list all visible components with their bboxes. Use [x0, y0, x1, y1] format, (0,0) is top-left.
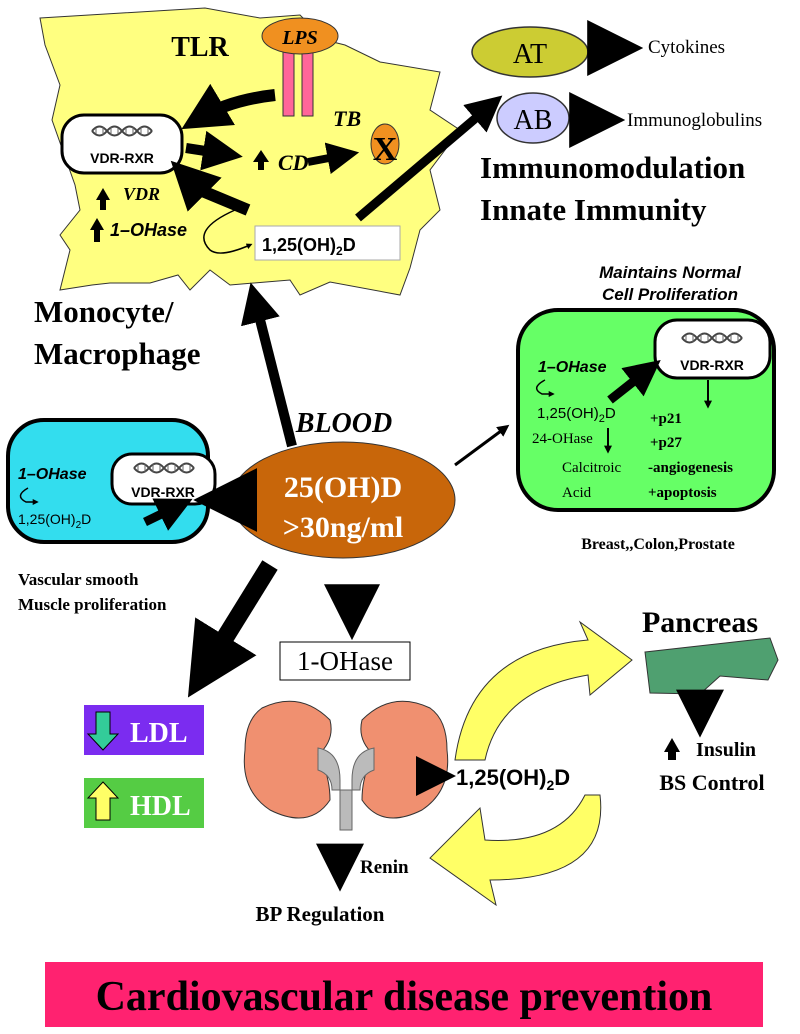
effect-apoptosis: +apoptosis: [648, 485, 717, 501]
vascular-caption-line1: Vascular smooth: [18, 570, 139, 589]
proliferation-vdr-rxr-box: [653, 318, 772, 380]
calcitriol-to-immune-arrow: [355, 95, 503, 222]
macrophage-calcitriol-label: 1,25(OH)2D: [262, 235, 356, 258]
renin-label: Renin: [360, 857, 409, 878]
footer-banner: [45, 962, 763, 1027]
kidney-to-pancreas-arrow: [454, 620, 633, 761]
proliferation-caption: Breast,,Colon,Prostate: [581, 536, 735, 553]
effect-angiogenesis: -angiogenesis: [648, 460, 733, 476]
proliferation-calcitriol-to-vdr-arrow: [607, 359, 661, 404]
blood-label: BLOOD: [295, 408, 392, 439]
bs-control-label: BS Control: [659, 770, 764, 795]
proliferation-cycle-arrow: [536, 379, 555, 397]
ohase-24-label: 24-OHase: [532, 431, 593, 447]
lps-ellipse: [261, 17, 339, 55]
tlr-label: TLR: [171, 32, 229, 63]
ab-label: AB: [514, 105, 553, 136]
hdl-label: HDL: [130, 791, 191, 822]
insulin-label: Insulin: [696, 739, 756, 761]
vascular-calcitriol-label: 1,25(OH)2D: [18, 511, 91, 531]
macrophage-calcitriol-box: [254, 225, 401, 261]
macrophage-cycle-arrow: [203, 209, 253, 254]
cytokines-label: Cytokines: [648, 37, 725, 58]
lps-label: LPS: [281, 27, 318, 49]
footer-banner-text: Cardiovascular disease prevention: [96, 974, 713, 1020]
immunoglobulins-label: Immunoglobulins: [627, 110, 762, 131]
vascular-vdr-rxr-label: VDR-RXR: [131, 484, 195, 500]
vascular-caption-line2: Muscle proliferation: [18, 595, 167, 614]
down-arrow-icon: [86, 711, 120, 751]
feedback-to-kidney-arrow: [429, 794, 602, 907]
vascular-cycle-arrow: [19, 487, 39, 505]
innate-immunity-title: Innate Immunity: [480, 192, 707, 227]
blood-to-proliferation-arrow: [454, 424, 510, 467]
tb-bacterium: [370, 123, 400, 165]
macrophage-caption-line1: Monocyte/: [34, 294, 174, 329]
proliferation-header-line2: Cell Proliferation: [602, 285, 738, 304]
macrophage-membrane: [39, 7, 461, 296]
tlr-receptor-left: [282, 47, 295, 117]
up-arrow-icon: [86, 781, 120, 821]
ab-ellipse: [496, 92, 570, 144]
at-label: AT: [513, 39, 547, 70]
cd-to-tb-arrow: [307, 142, 360, 174]
bp-regulation-label: BP Regulation: [256, 902, 385, 926]
proliferation-vdr-rxr-label: VDR-RXR: [680, 357, 744, 373]
blood-level-line1: 25(OH)D: [284, 471, 402, 504]
proliferation-calcitriol-label: 1,25(OH)2D: [537, 405, 616, 425]
vdr-label: VDR: [123, 184, 160, 204]
ldl-label: LDL: [130, 718, 188, 749]
proliferation-ohase-label: 1–OHase: [538, 359, 607, 376]
vdr-to-cd-arrow: [185, 130, 243, 171]
insulin-up-arrow-icon: [664, 738, 680, 760]
tb-label: TB: [333, 106, 361, 131]
effect-p21: +p21: [650, 411, 682, 427]
vascular-ohase-label: 1–OHase: [18, 466, 87, 483]
calcitriol-to-vdr-arrow: [170, 160, 251, 216]
kidney-icon: [243, 700, 449, 831]
kidney-calcitriol-label: 1,25(OH)2D: [456, 765, 570, 793]
cd-up-arrow-icon: [253, 150, 269, 170]
cd-label: CD: [278, 150, 309, 175]
blood-level-line2: >30ng/ml: [283, 511, 403, 544]
kidney-ohase-label: 1-OHase: [297, 646, 393, 676]
calcitroic-label: Calcitroic: [562, 460, 621, 476]
pancreas-title: Pancreas: [642, 606, 758, 639]
tb-blocked-mark: X: [373, 131, 398, 168]
acid-label: Acid: [562, 485, 592, 501]
tlr-to-vdr-arrow: [181, 83, 276, 130]
macrophage-ohase-label: 1–OHase: [110, 220, 187, 240]
vdr-up-arrow-icon: [96, 188, 110, 210]
macrophage-vdr-rxr-label: VDR-RXR: [90, 150, 154, 166]
ohase-up-arrow-icon: [90, 218, 104, 242]
effect-p27: +p27: [650, 435, 682, 451]
proliferation-header-line1: Maintains Normal: [599, 263, 742, 282]
pancreas-icon: [644, 637, 779, 695]
tlr-receptor-right: [301, 47, 314, 117]
blood-to-macrophage-arrow: [241, 282, 297, 448]
blood-to-lipids-arrow: [187, 560, 278, 698]
immunomodulation-title: Immunomodulation: [480, 150, 745, 185]
vascular-calcitriol-to-vdr-arrow: [143, 498, 193, 531]
kidney-ohase-box: [279, 641, 411, 681]
macrophage-cell: [39, 7, 461, 296]
macrophage-caption-line2: Macrophage: [34, 336, 200, 371]
